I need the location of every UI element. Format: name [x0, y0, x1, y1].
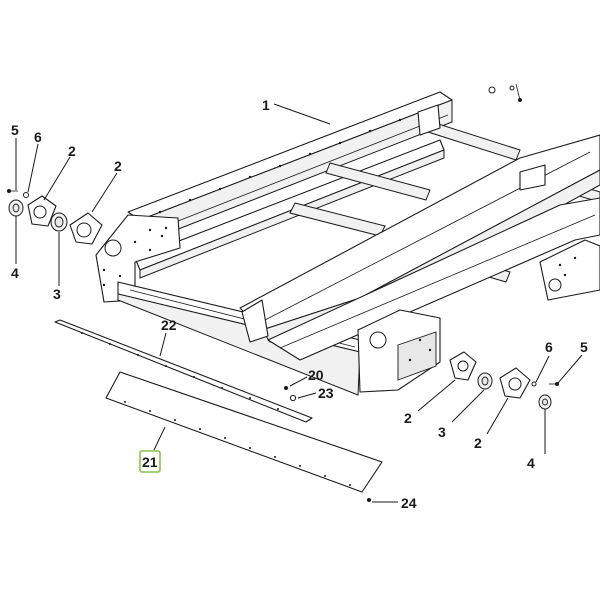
callout-4-right: 4: [527, 455, 535, 471]
bearing-3-left: [50, 212, 68, 232]
leader-lines: [15, 103, 583, 503]
fastener-20: [284, 386, 288, 390]
bearing-flange-2-left-inner: [69, 212, 103, 245]
callout-2-right-outer: 2: [474, 435, 482, 451]
bearing-flange-2-right: [499, 367, 531, 399]
callout-2-left-inner: 2: [114, 158, 122, 174]
callout-2-right-inner: 2: [404, 410, 412, 426]
callout-2-left-outer: 2: [68, 143, 76, 159]
washer-23: [289, 394, 297, 402]
nut-4-right: [538, 394, 552, 410]
callout-21-highlight: [139, 450, 161, 473]
top-hardware: [488, 83, 522, 102]
main-frame: [95, 91, 600, 396]
fastener-24: [367, 498, 371, 502]
nut-4-left: [8, 199, 24, 217]
washer-6-left: [23, 192, 29, 198]
callout-3-left: 3: [53, 286, 61, 302]
callout-22: 22: [161, 317, 177, 333]
bearing-flange-2-right-inner: [449, 351, 477, 381]
bolt-5-right: [549, 382, 559, 386]
strip-22: [54, 319, 313, 423]
callout-6-right: 6: [545, 339, 553, 355]
washer-6-right: [531, 381, 537, 387]
callout-5-left: 5: [11, 122, 19, 138]
callout-23: 23: [318, 385, 334, 401]
callout-5-right: 5: [580, 339, 588, 355]
callout-1: 1: [262, 97, 270, 113]
callout-labels: 1 5 6 2 2 4 3 22 20 23 21 24 2 3 2 4 6 5: [11, 97, 588, 511]
callout-20: 20: [308, 367, 324, 383]
bearing-flange-2-left: [27, 195, 57, 227]
callout-24: 24: [401, 495, 417, 511]
callout-6-left: 6: [34, 129, 42, 145]
bolt-5-left: [7, 189, 18, 193]
panel-21: [105, 371, 383, 493]
bearing-3-right: [477, 372, 493, 390]
callout-21: 21: [142, 454, 158, 470]
callout-4-left: 4: [11, 265, 19, 281]
callout-3-right: 3: [438, 424, 446, 440]
